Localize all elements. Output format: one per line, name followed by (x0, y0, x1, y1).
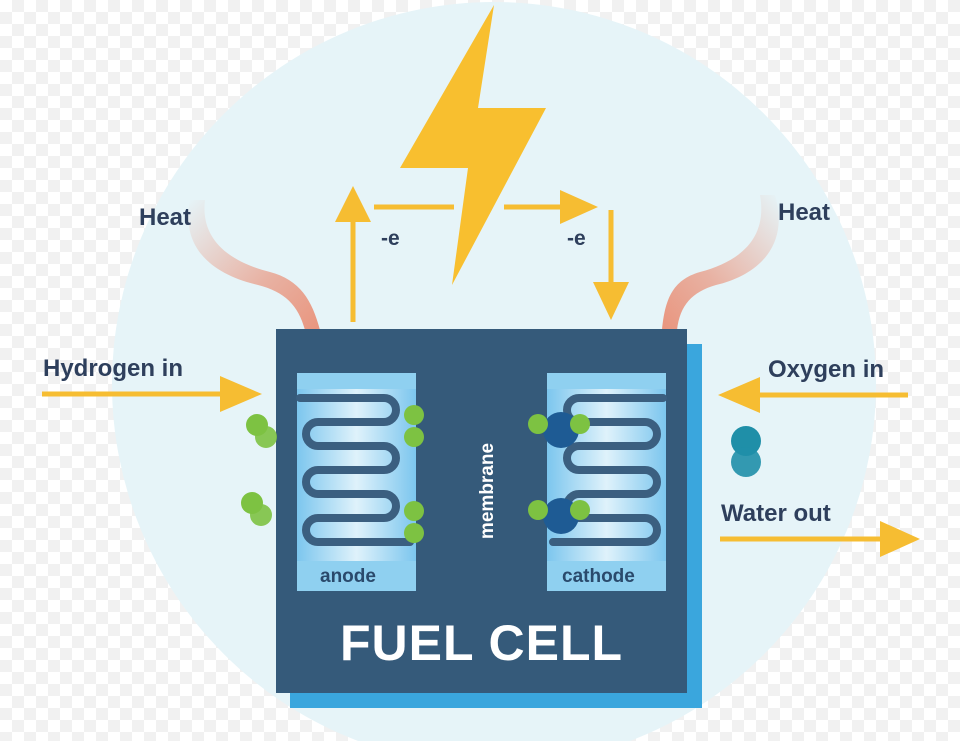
anode-coil (296, 394, 414, 546)
fuel-cell-title: FUEL CELL (339, 615, 624, 671)
hydrogen-in-arrowhead (220, 376, 262, 412)
water-molecule-icon (731, 426, 761, 477)
hydrogen-atoms-anode (404, 405, 424, 543)
anode-label: anode (320, 566, 376, 587)
hydrogen-molecule-icon (241, 492, 272, 526)
oxygen-in-label: Oxygen in (768, 356, 885, 383)
oxygen-molecule-icon (528, 498, 590, 534)
cathode-label: cathode (562, 566, 635, 587)
hydrogen-in-label: Hydrogen in (43, 355, 184, 382)
hydrogen-molecule-icon (246, 414, 277, 448)
cathode-electrode (547, 373, 667, 591)
heat-label-right: Heat (778, 199, 831, 226)
heat-wave-icon (188, 200, 320, 330)
anode-electrode (296, 373, 416, 591)
water-out-arrowhead (880, 521, 920, 557)
water-out-label: Water out (721, 500, 831, 527)
oxygen-in-arrowhead (718, 377, 760, 413)
lightning-bolt-icon (400, 5, 546, 285)
electron-label-left: -e (381, 227, 400, 250)
heat-wave-icon (662, 195, 779, 330)
electron-label-right: -e (567, 227, 586, 250)
electron-up-arrowhead (335, 186, 371, 222)
electron-right-arrowhead (560, 190, 598, 224)
cathode-coil (549, 394, 667, 546)
electron-down-arrowhead (593, 282, 629, 320)
heat-label-left: Heat (139, 204, 192, 231)
membrane-label: membrane (477, 442, 498, 540)
oxygen-molecule-icon (528, 412, 590, 448)
